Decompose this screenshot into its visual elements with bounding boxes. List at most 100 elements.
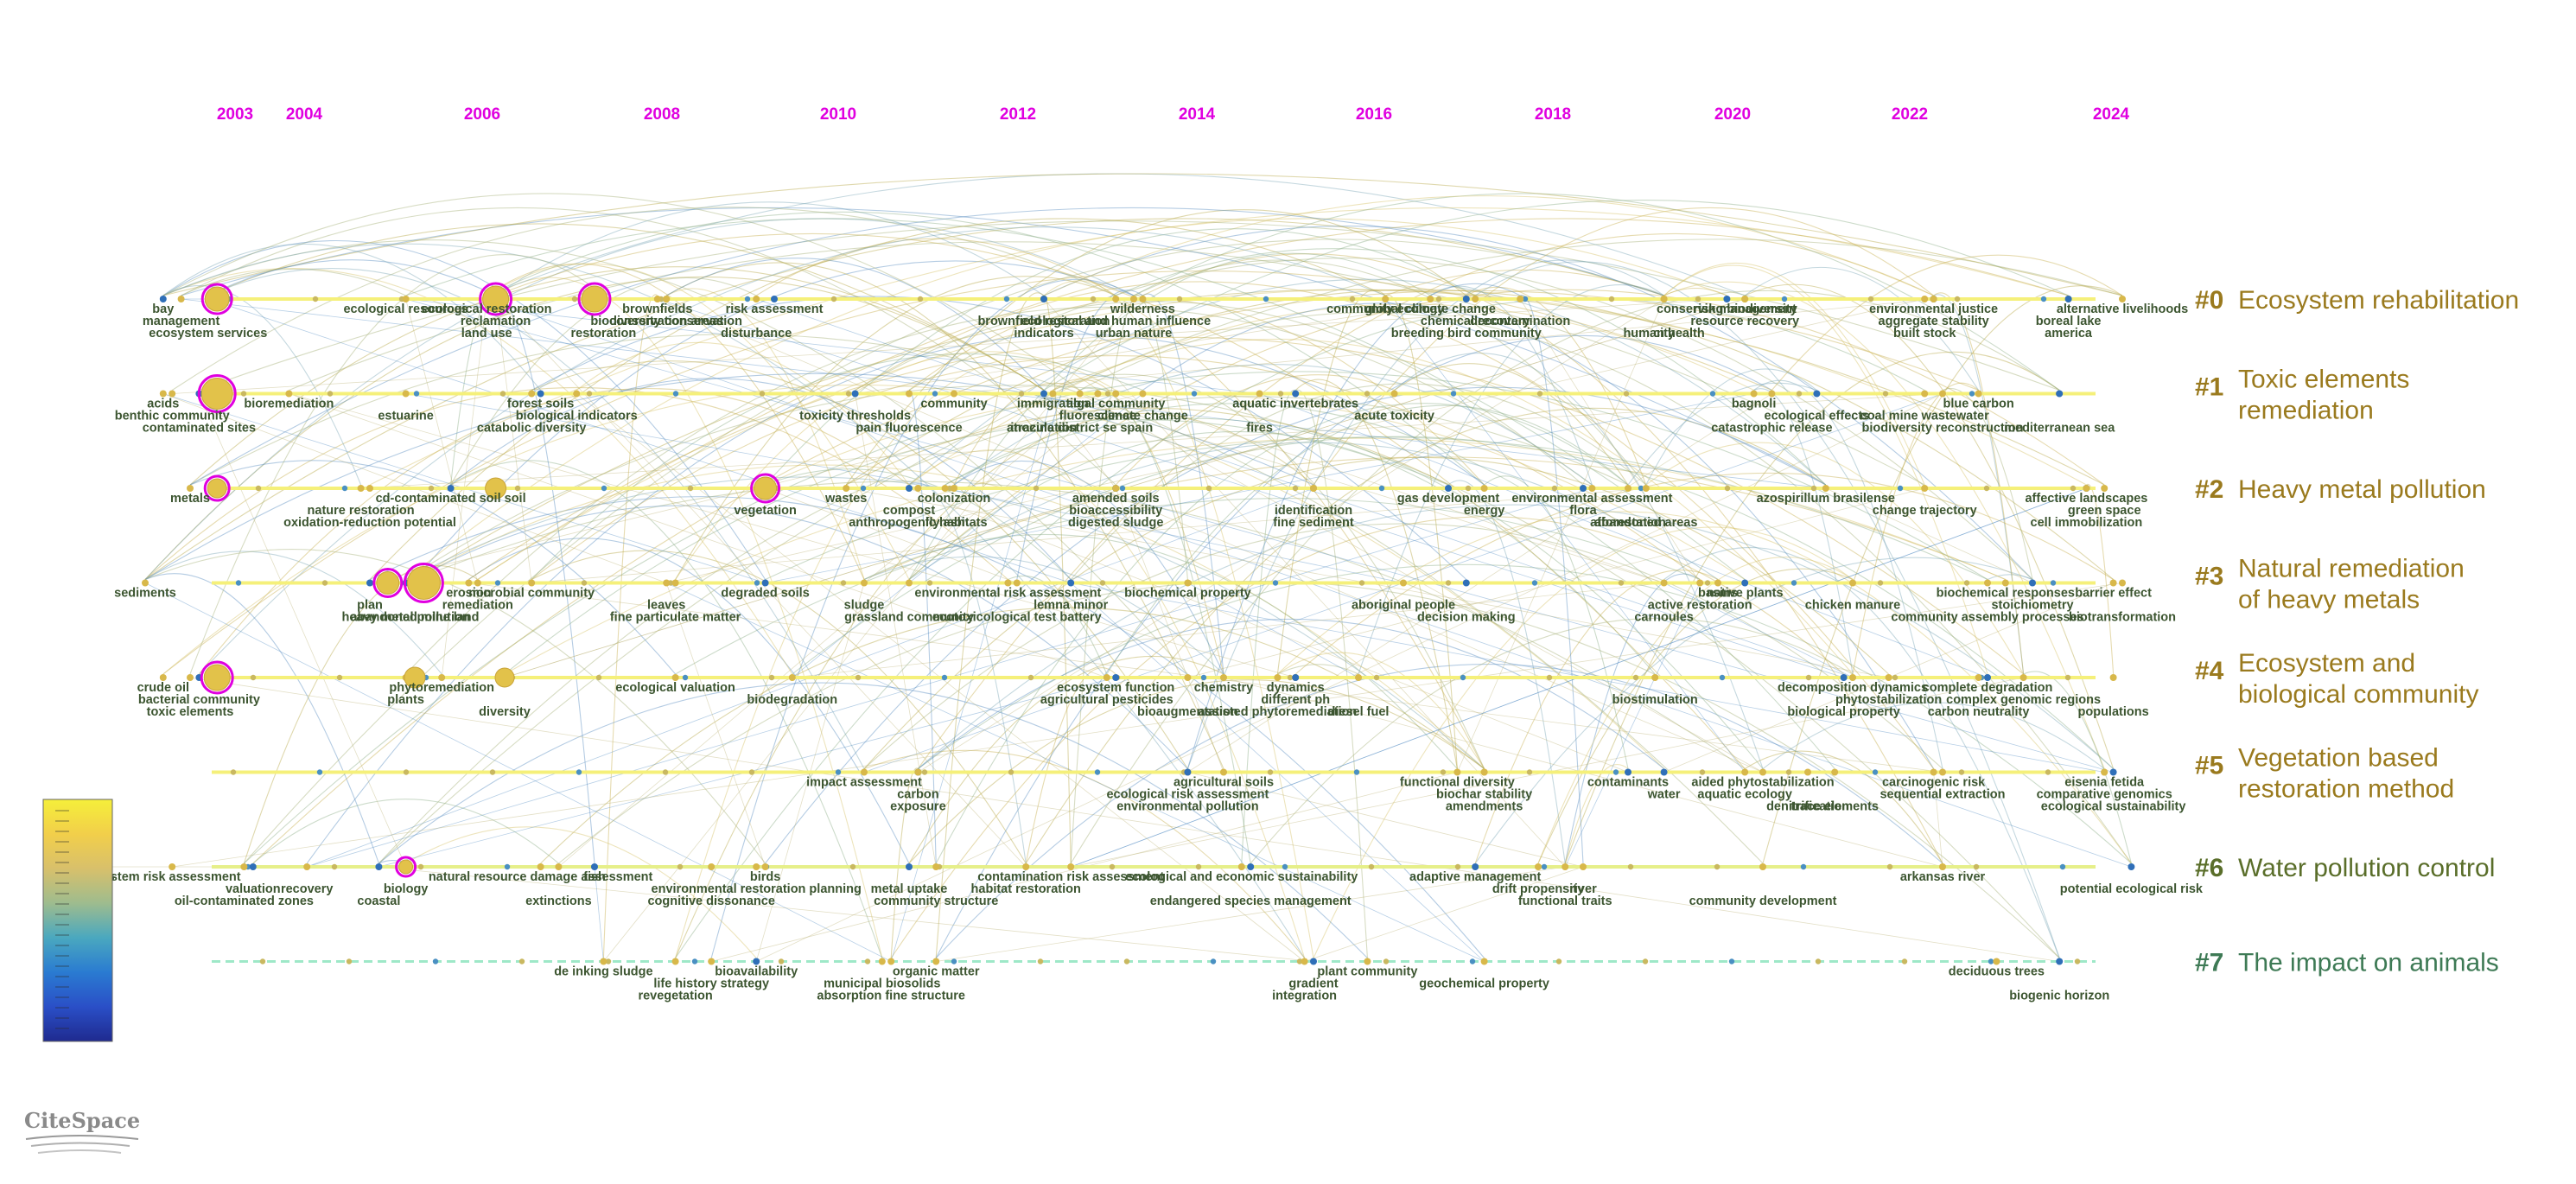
keyword-node (914, 485, 922, 492)
timeline-node (1358, 580, 1365, 586)
keyword-label: chemistry (1194, 681, 1254, 695)
keyword-label: bagnoli (1732, 398, 1777, 411)
timeline-node (1954, 296, 1961, 302)
timeline-node (672, 391, 679, 397)
link-arc (1276, 290, 1386, 675)
link-arc (710, 278, 1135, 958)
year-label-2024: 2024 (2093, 105, 2130, 124)
timeline-node (576, 769, 582, 775)
link-arc (1447, 480, 1566, 864)
link-arc (1294, 472, 2114, 675)
timeline-node (1296, 958, 1303, 964)
link-arc (1008, 575, 1108, 675)
timeline-node (951, 958, 957, 964)
keyword-node (1984, 579, 1991, 587)
keyword-label: community ecology (1326, 302, 1444, 316)
keyword-node (1660, 579, 1668, 587)
keyword-node (1588, 485, 1596, 492)
keyword-label: sediments (114, 587, 176, 601)
keyword-node (1930, 296, 1937, 302)
link-arc (1942, 388, 2033, 580)
keyword-label: conservation areas (609, 315, 723, 328)
keyword-node (2019, 674, 2027, 681)
link-arc (531, 360, 1188, 769)
keyword-label: bioaccessibility (1069, 504, 1162, 518)
timeline-node (2050, 580, 2057, 586)
link-arc (953, 382, 1080, 486)
keyword-label: nature restoration (308, 504, 415, 518)
keyword-label: biology (384, 882, 429, 896)
timeline-node (1454, 863, 1461, 870)
keyword-node (375, 863, 383, 870)
link-arc (1142, 293, 1224, 675)
burst-ring (395, 856, 417, 878)
timeline-node (1724, 485, 1731, 492)
timeline-node (1277, 391, 1284, 397)
keyword-label: aboriginal people (1352, 599, 1455, 613)
link-arc (1043, 280, 1314, 958)
link-arc (890, 767, 919, 958)
link-line (908, 487, 1629, 773)
keyword-node (1139, 390, 1147, 398)
highlight-node (376, 571, 400, 595)
keyword-node (285, 390, 293, 398)
link-arc (845, 289, 2114, 580)
keyword-node (906, 579, 913, 587)
keyword-label: risk assessment (726, 302, 824, 316)
keyword-node (1921, 390, 1929, 398)
timeline-node (1349, 296, 1356, 302)
year-label-2003: 2003 (217, 105, 253, 124)
keyword-node (1642, 485, 1650, 492)
keyword-label: aggregate stability (1879, 315, 1989, 328)
timeline-node (1695, 296, 1701, 302)
link-line (855, 298, 1466, 394)
link-arc (1663, 263, 1925, 486)
timeline-node (1104, 391, 1111, 397)
keyword-label: deciduous trees (1949, 965, 2045, 979)
keyword-label: natural resource damage assessment (429, 870, 653, 884)
keyword-label: toxicity thresholds (799, 410, 911, 423)
link-line (665, 582, 766, 868)
link-arc (1852, 382, 1979, 675)
keyword-node (653, 296, 661, 302)
keyword-node (771, 296, 778, 302)
keyword-node (761, 579, 769, 587)
burst-ring (203, 474, 231, 502)
keyword-label: biochemical property (1124, 587, 1251, 601)
link-line (189, 677, 2060, 962)
link-arc (1053, 373, 1485, 769)
link-arc (1987, 574, 2033, 581)
link-arc (504, 437, 2007, 675)
link-arc (1663, 264, 1988, 675)
keyword-node (761, 863, 769, 870)
timeline-node (1969, 391, 1975, 397)
keyword-node (1112, 390, 1120, 398)
keyword-label: biological property (1787, 705, 1900, 719)
keyword-node (1292, 674, 1300, 681)
highlight-node (398, 859, 414, 875)
link-line (945, 487, 1404, 583)
timeline-node (489, 769, 496, 775)
keyword-node (1472, 863, 1479, 870)
link-line (765, 487, 1017, 583)
timeline-node (346, 958, 353, 964)
keyword-label: breeding bird community (1391, 327, 1542, 341)
keyword-node (708, 863, 716, 870)
keyword-node (1849, 674, 1856, 681)
link-arc (405, 306, 1593, 675)
timeline-node (1790, 580, 1797, 586)
timeline-node (1714, 863, 1721, 870)
keyword-label: native plants (1707, 587, 1784, 601)
keyword-node (169, 863, 176, 870)
link-arc (908, 278, 1827, 486)
link-arc (918, 504, 2114, 769)
link-arc (935, 403, 1629, 864)
timeline-node (1200, 674, 1207, 681)
timeline-node (316, 769, 323, 775)
link-arc (1474, 261, 2060, 958)
timeline-node (1958, 769, 1965, 775)
link-arc (378, 682, 1368, 958)
year-label-2008: 2008 (644, 105, 680, 124)
cluster-name: Ecosystem and (2238, 649, 2415, 678)
